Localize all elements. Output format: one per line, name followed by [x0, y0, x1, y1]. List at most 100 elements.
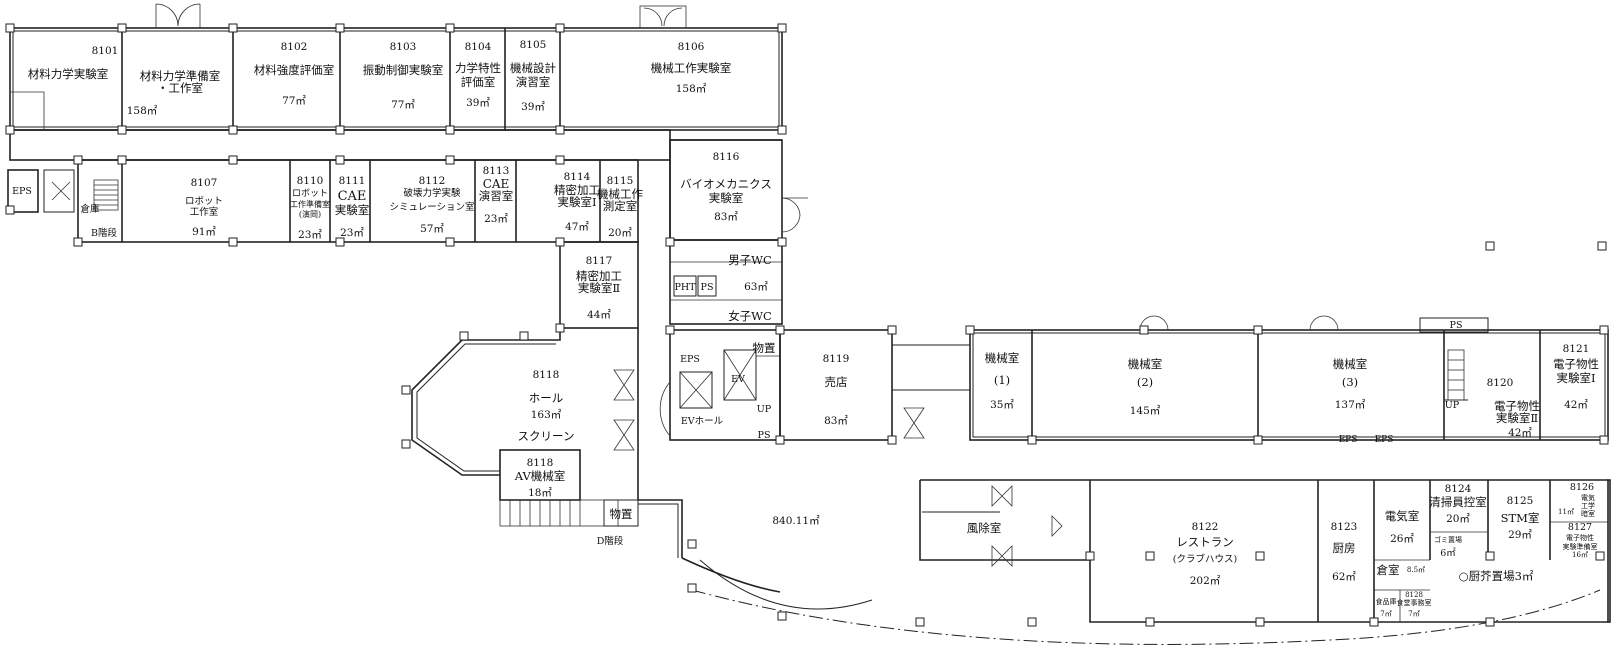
room-8102-number: 8102 [281, 41, 308, 53]
stair-east-icon [1447, 349, 1465, 401]
room-8119-area: 83㎡ [824, 415, 848, 427]
room-8118-area: 163㎡ [531, 409, 562, 421]
room-8104-name1: 力学特性 [455, 61, 501, 75]
pht-label: PHT [674, 282, 696, 293]
up-label-central: UP [757, 404, 772, 415]
room-8127-name2: 実験準備室 [1563, 542, 1598, 551]
room-8122-sub: (クラブハウス) [1173, 553, 1237, 565]
room-8127-name1: 電子物性 [1566, 533, 1594, 542]
wc-area: 63㎡ [744, 281, 768, 293]
room-8112-name1: 破壊力学実験 [403, 187, 461, 199]
room-8114-area: 47㎡ [565, 221, 589, 233]
garbage-name: ゴミ置場 [1434, 535, 1462, 544]
room-8118-number: 8118 [533, 369, 560, 381]
room-8105-name1: 機械設計 [510, 61, 556, 75]
eps-label-west: EPS [12, 186, 32, 197]
eps-label-east2: EPS [1375, 435, 1394, 445]
room-8112-name2: シミュレーション室 [389, 201, 474, 213]
mech2-name: 機械室 [1128, 357, 1163, 371]
room-8121-name2: 実験室Ⅰ [1556, 371, 1595, 385]
garbage-area: 6㎡ [1440, 548, 1456, 559]
room-8114-name2: 実験室Ⅰ [557, 195, 596, 209]
room-8128-name: 食堂事務室 [1397, 598, 1432, 607]
room-8122-name: レストラン [1176, 535, 1234, 549]
room-8117-name1: 精密加工 [576, 269, 622, 283]
room-8113-area: 23㎡ [484, 213, 508, 225]
room-8121-area: 42㎡ [1564, 399, 1588, 411]
room-8107-area: 91㎡ [192, 226, 216, 238]
room-8103-number: 8103 [390, 41, 417, 53]
room-8118av-area: 18㎡ [528, 487, 552, 499]
room-8107-number: 8107 [191, 177, 218, 189]
room-8105-name2: 演習室 [516, 75, 551, 89]
room-8118-name: ホール [529, 391, 564, 405]
stair-d-label: D階段 [597, 535, 624, 547]
ev-label: EV [731, 374, 745, 385]
room-8106-area: 158㎡ [676, 83, 707, 95]
mech1-name: 機械室 [985, 351, 1020, 365]
room-8116-area: 83㎡ [714, 211, 738, 223]
room-8115-number: 8115 [607, 175, 634, 187]
ps-label-east: PS [1450, 320, 1463, 331]
room-8120-name1: 電子物性 [1494, 399, 1540, 413]
room-8110-name2: 工作準備室 [290, 199, 330, 209]
eps-label-central: EPS [680, 354, 700, 365]
room-8114-name1: 精密加工 [554, 183, 600, 197]
room-8104-number: 8104 [465, 41, 492, 53]
room-8111-area: 23㎡ [340, 227, 364, 239]
columns [5, 23, 1609, 627]
room-8121-number: 8121 [1563, 343, 1590, 355]
room-8120-number: 8120 [1487, 377, 1514, 389]
room-8119-name: 売店 [825, 375, 848, 389]
room-8113-number: 8113 [483, 165, 510, 177]
room-8124-area: 20㎡ [1446, 513, 1470, 525]
west-wing-walls [7, 27, 783, 329]
room-8110-area: 23㎡ [298, 229, 322, 241]
room-8114-number: 8114 [564, 171, 591, 183]
stair-d-icon [499, 499, 619, 527]
lobby-area: 840.11㎡ [772, 515, 820, 527]
electric-room-name: 電気室 [1385, 509, 1420, 523]
room-8123-name: 厨房 [1333, 541, 1356, 555]
room-8116-name2: 実験室 [709, 191, 744, 205]
storeroom-area: 8.5㎡ [1407, 566, 1425, 574]
mech1-area: 35㎡ [990, 399, 1014, 411]
mech3-sub: (3) [1342, 375, 1358, 389]
room-8123-area: 62㎡ [1332, 571, 1356, 583]
room-8111-name1: CAE [338, 189, 367, 204]
room-8116-number: 8116 [713, 151, 740, 163]
room-8105-number: 8105 [520, 39, 547, 51]
stair-b-label: B階段 [91, 227, 117, 239]
room-8102-area: 77㎡ [282, 95, 306, 107]
room-8110-number: 8110 [297, 175, 324, 187]
room-8115-area: 20㎡ [608, 227, 632, 239]
up-label-east: UP [1445, 400, 1460, 411]
room-8126-number: 8126 [1570, 482, 1594, 493]
storage-central-label: 物置 [753, 341, 776, 355]
room-8118av-number: 8118 [527, 457, 554, 469]
food-storage-name: 食品庫 [1376, 597, 1397, 606]
room-8115-name1: 機械工作 [597, 187, 643, 201]
room-8125-area: 29㎡ [1508, 529, 1532, 541]
room-8126-name3: 暗室 [1581, 509, 1595, 518]
room-8111-name2: 実験室 [335, 203, 370, 217]
room-8107-name2: 工作室 [190, 206, 219, 218]
room-labels: 8101 材料力学実験室 材料力学準備室 ・工作室 158㎡ 8102 材料強度… [12, 39, 1599, 618]
mens-wc-label: 男子WC [728, 253, 772, 267]
eps-label-east1: EPS [1339, 435, 1358, 445]
room-8110-name3: (演岡) [299, 209, 321, 219]
room-8124-name: 清掃員控室 [1429, 495, 1487, 509]
storage-d-label: 物置 [610, 507, 633, 521]
central-walls [659, 317, 1609, 441]
room-8121-name1: 電子物性 [1553, 357, 1599, 371]
hall-screen-label: スクリーン [518, 429, 575, 443]
room-8117-area: 44㎡ [587, 309, 611, 321]
womens-wc-label: 女子WC [728, 309, 772, 323]
mech3-name: 機械室 [1333, 357, 1368, 371]
room-8113-name1: CAE [483, 177, 510, 191]
room-8127-number: 8127 [1568, 522, 1592, 533]
room-8103-area: 77㎡ [391, 99, 415, 111]
room-8101b-name2: ・工作室 [157, 81, 203, 95]
room-8110-name1: ロボット [292, 188, 328, 199]
